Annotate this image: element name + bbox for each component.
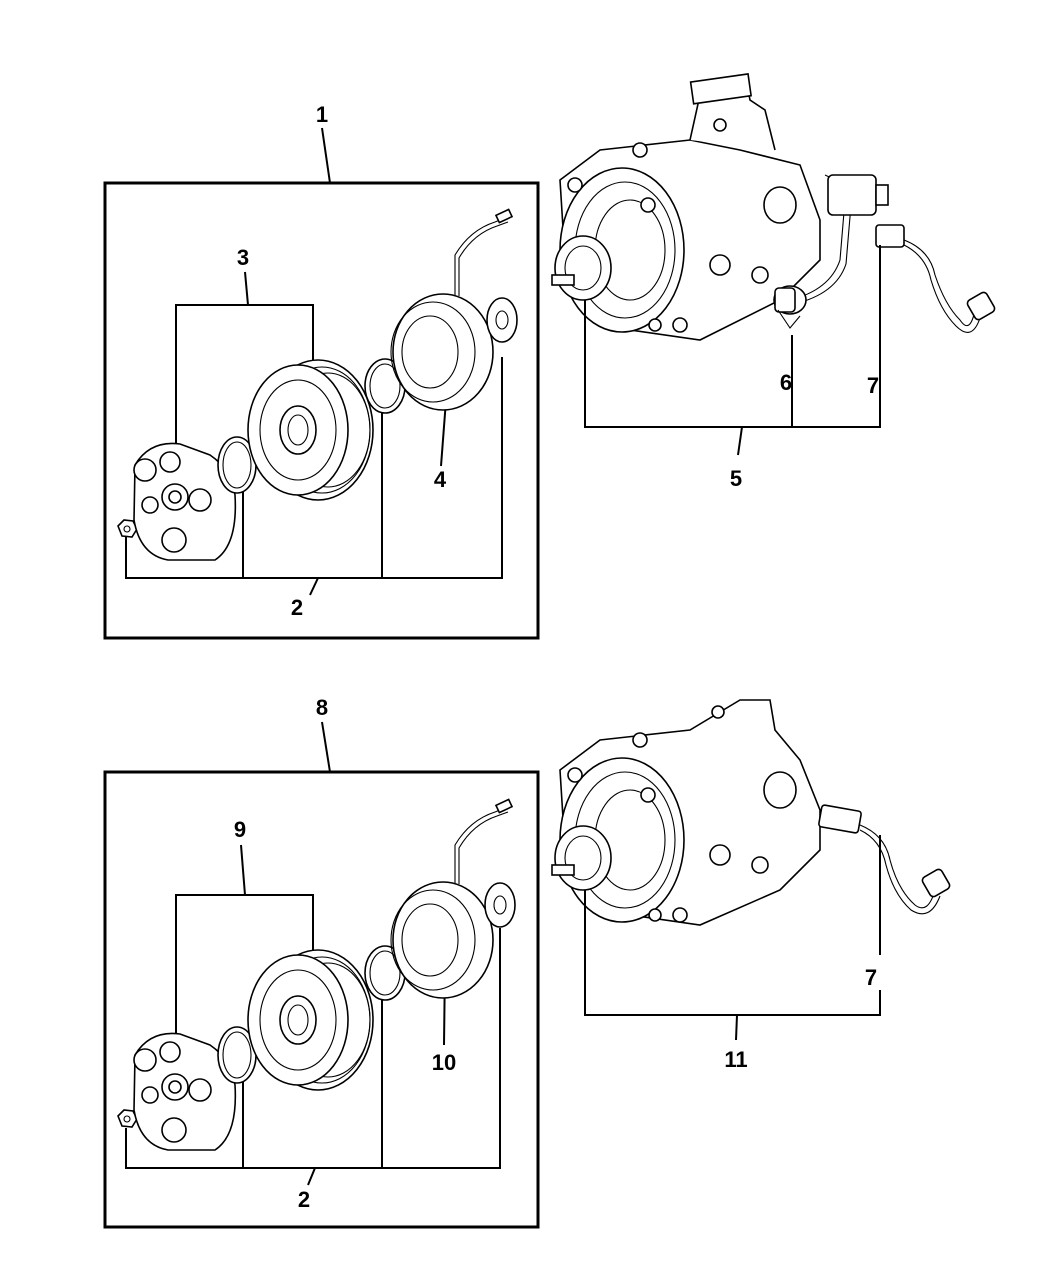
- label-top-clutch-kit: 2: [291, 595, 303, 620]
- bottom-hub-nut: [117, 1109, 138, 1128]
- bottom-wire-harness: [818, 804, 951, 915]
- bottom-pulley: [247, 949, 374, 1091]
- top-clutch-group: [103, 127, 540, 640]
- top-compressor: [551, 73, 821, 341]
- label-top-field-coil: 4: [434, 467, 447, 492]
- label-top-assembly: 1: [316, 102, 328, 127]
- top-wire-harness: [875, 224, 996, 333]
- bottom-clutch-box: [103, 770, 540, 1229]
- label-top-harness: 7: [867, 373, 879, 398]
- label-bottom-pressure-plate: 9: [234, 817, 246, 842]
- bottom-shim-washer: [484, 882, 516, 928]
- top-shim-washer: [486, 297, 518, 343]
- top-pulley: [247, 359, 374, 501]
- top-pressure-switch: [773, 174, 889, 329]
- label-bottom-harness: 7: [865, 965, 877, 990]
- top-clutch-box: [103, 181, 540, 640]
- bottom-snap-ring-inner: [217, 1026, 257, 1084]
- label-top-compressor: 5: [730, 466, 742, 491]
- label-bottom-clutch-kit: 2: [298, 1187, 310, 1212]
- label-top-pressure-plate: 3: [237, 245, 249, 270]
- top-snap-ring-inner: [217, 436, 257, 494]
- bottom-field-coil: [390, 798, 514, 999]
- top-pressure-plate: [133, 442, 237, 561]
- bottom-pressure-plate: [133, 1032, 237, 1151]
- label-bottom-compressor: 11: [724, 1047, 747, 1072]
- top-field-coil: [390, 208, 514, 411]
- bottom-compressor: [551, 699, 821, 926]
- label-bottom-assembly: 8: [316, 695, 328, 720]
- label-top-switch: 6: [780, 370, 792, 395]
- label-bottom-field-coil: 10: [432, 1050, 456, 1075]
- bottom-clutch-group: [103, 721, 540, 1229]
